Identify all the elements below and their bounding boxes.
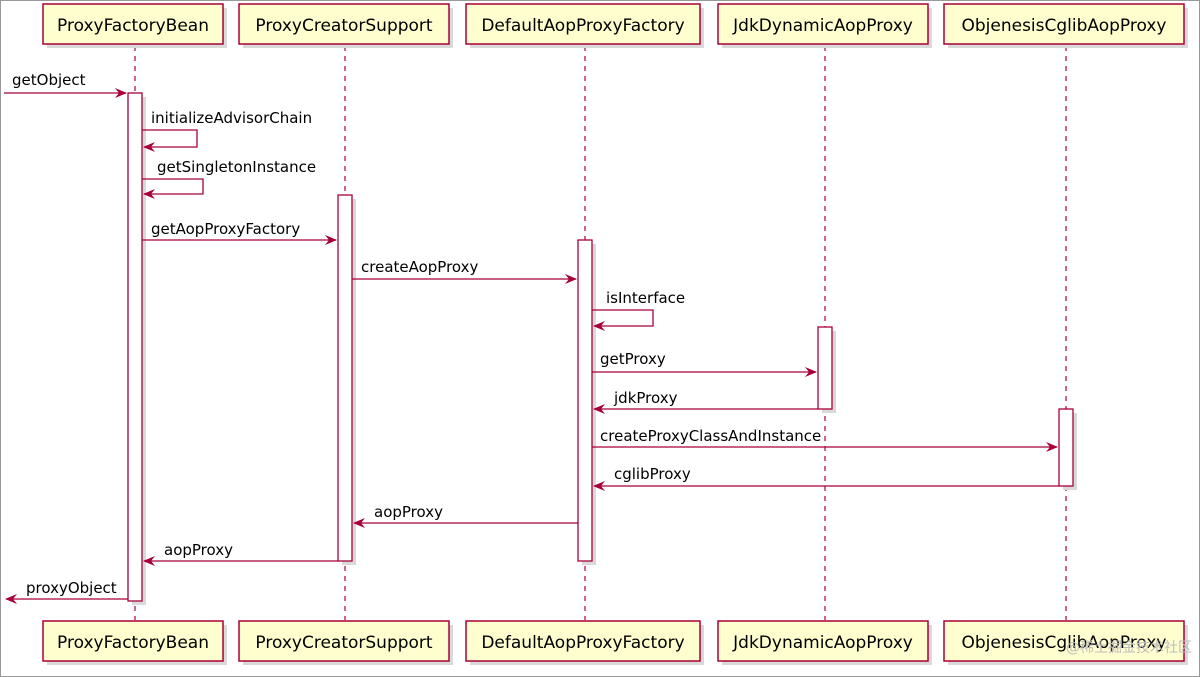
message-get-aop-proxy-factory: getAopProxyFactory — [142, 220, 337, 245]
activation-proxy-factory-bean — [127, 92, 143, 602]
message-label: jdkProxy — [613, 389, 678, 407]
message-label: getSingletonInstance — [157, 158, 316, 176]
participant-jdk-dynamic-aop-proxy: JdkDynamicAopProxy — [717, 3, 932, 48]
participant-label: ProxyFactoryBean — [57, 16, 209, 36]
message-create-aop-proxy: createAopProxy — [352, 258, 577, 284]
participant-label: DefaultAopProxyFactory — [481, 16, 684, 36]
participant-proxy-factory-bean-bottom: ProxyFactoryBean — [42, 620, 227, 665]
message-label: getObject — [12, 71, 86, 89]
participant-default-aop-proxy-factory: DefaultAopProxyFactory — [465, 3, 704, 48]
message-label: isInterface — [606, 289, 685, 307]
message-aop-proxy-to-creator: aopProxy — [353, 503, 578, 528]
participants-bottom: ProxyFactoryBean ProxyCreatorSupport Def… — [42, 620, 1188, 665]
message-create-proxy-class-and-instance: createProxyClassAndInstance — [592, 427, 1058, 452]
messages: getObject initializeAdvisorChain getSing… — [4, 71, 1059, 604]
message-label: aopProxy — [164, 541, 233, 559]
message-label: createAopProxy — [361, 258, 479, 276]
participant-label: ObjenesisCglibAopProxy — [961, 16, 1166, 36]
message-label: aopProxy — [374, 503, 443, 521]
message-jdk-proxy: jdkProxy — [593, 389, 818, 414]
participant-label: ProxyCreatorSupport — [255, 16, 433, 36]
participant-default-aop-proxy-factory-bottom: DefaultAopProxyFactory — [465, 620, 704, 665]
activation-proxy-creator-support — [337, 194, 353, 562]
participant-label: JdkDynamicAopProxy — [732, 633, 913, 653]
participant-label: DefaultAopProxyFactory — [481, 633, 684, 653]
message-cglib-proxy: cglibProxy — [593, 465, 1059, 491]
participant-proxy-creator-support-bottom: ProxyCreatorSupport — [238, 620, 453, 665]
participant-label: ProxyCreatorSupport — [255, 633, 433, 653]
activation-jdk-dynamic-aop-proxy — [817, 326, 833, 410]
activation-objenesis-cglib-aop-proxy — [1058, 408, 1074, 487]
participant-proxy-creator-support: ProxyCreatorSupport — [238, 3, 453, 48]
message-get-object: getObject — [4, 71, 127, 98]
participant-label: ProxyFactoryBean — [57, 633, 209, 653]
watermark-text: @稀土掘金技术社区 — [1066, 640, 1192, 656]
activation-bars — [127, 92, 1077, 605]
activation-default-aop-proxy-factory — [577, 239, 593, 562]
participant-jdk-dynamic-aop-proxy-bottom: JdkDynamicAopProxy — [717, 620, 932, 665]
message-label: proxyObject — [26, 579, 117, 597]
message-is-interface: isInterface — [592, 289, 685, 331]
message-label: getAopProxyFactory — [151, 220, 300, 238]
message-initialize-advisor-chain: initializeAdvisorChain — [142, 109, 312, 152]
participant-objenesis-cglib-aop-proxy-bottom: ObjenesisCglibAopProxy — [943, 620, 1188, 665]
participant-label: JdkDynamicAopProxy — [732, 16, 913, 36]
message-get-proxy: getProxy — [592, 350, 817, 377]
participant-objenesis-cglib-aop-proxy: ObjenesisCglibAopProxy — [943, 3, 1188, 48]
message-get-singleton-instance: getSingletonInstance — [142, 158, 316, 199]
message-label: initializeAdvisorChain — [151, 109, 312, 127]
participant-label: ObjenesisCglibAopProxy — [961, 633, 1166, 653]
message-label: getProxy — [600, 350, 666, 368]
lifelines — [134, 46, 1067, 620]
message-proxy-object: proxyObject — [5, 579, 128, 604]
message-label: cglibProxy — [614, 465, 691, 483]
participants-top: ProxyFactoryBean ProxyCreatorSupport Def… — [42, 3, 1188, 48]
message-aop-proxy-to-factory-bean: aopProxy — [143, 541, 338, 566]
participant-proxy-factory-bean: ProxyFactoryBean — [42, 3, 227, 48]
message-label: createProxyClassAndInstance — [600, 427, 821, 445]
